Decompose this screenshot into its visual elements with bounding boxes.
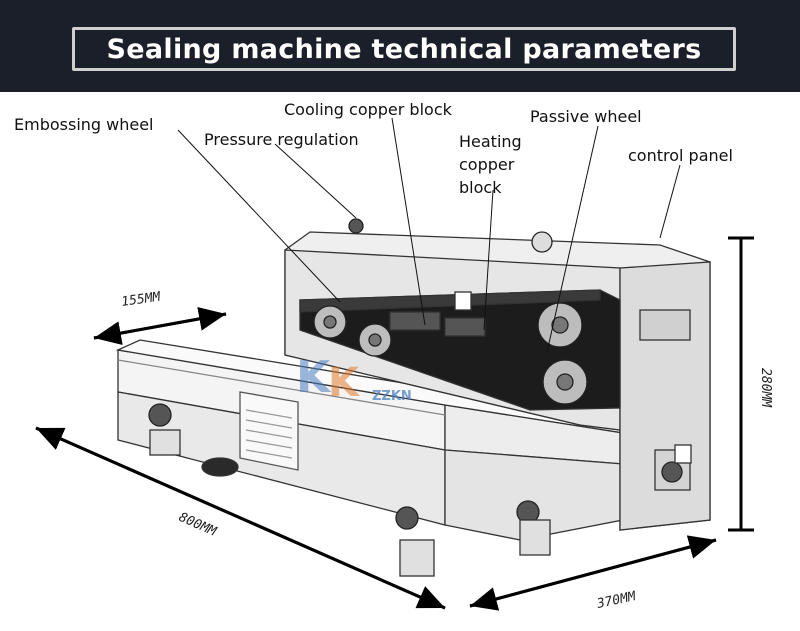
machine-feet	[149, 429, 551, 577]
title-frame: Sealing machine technical parameters	[72, 27, 736, 71]
label-cooling-copper-block: Cooling copper block	[284, 100, 453, 119]
part-labels: Embossing wheel Pressure regulation Cool…	[14, 100, 733, 197]
adjustment-knobs	[148, 218, 683, 530]
label-embossing-wheel: Embossing wheel	[14, 115, 154, 134]
copper-blocks	[389, 311, 486, 337]
title-banner: Sealing machine technical parameters	[0, 0, 800, 92]
label-pressure-regulation: Pressure regulation	[204, 130, 359, 149]
svg-text:K: K	[328, 360, 361, 406]
wheels	[313, 302, 588, 405]
page-title: Sealing machine technical parameters	[106, 33, 702, 65]
label-passive-wheel: Passive wheel	[530, 107, 642, 126]
warning-stickers	[454, 291, 692, 464]
label-heating-line-2: copper	[459, 155, 515, 174]
svg-text:K: K	[296, 352, 332, 403]
dim-feed-width: 155MM	[120, 289, 162, 309]
dimension-arrows	[35, 236, 754, 611]
watermark-text: ZZKN	[372, 389, 412, 404]
sealing-machine-illustration	[115, 218, 711, 577]
label-control-panel: control panel	[628, 146, 733, 165]
dim-length: 800MM	[176, 510, 219, 540]
label-heating-line-1: Heating	[459, 132, 522, 151]
leader-lines	[177, 117, 681, 353]
dim-height: 280MM	[758, 368, 773, 408]
spec-plate	[239, 391, 299, 471]
label-heating-line-3: block	[459, 178, 502, 197]
watermark-logo: K K ZZKN	[296, 352, 412, 406]
dim-depth: 370MM	[595, 589, 639, 612]
